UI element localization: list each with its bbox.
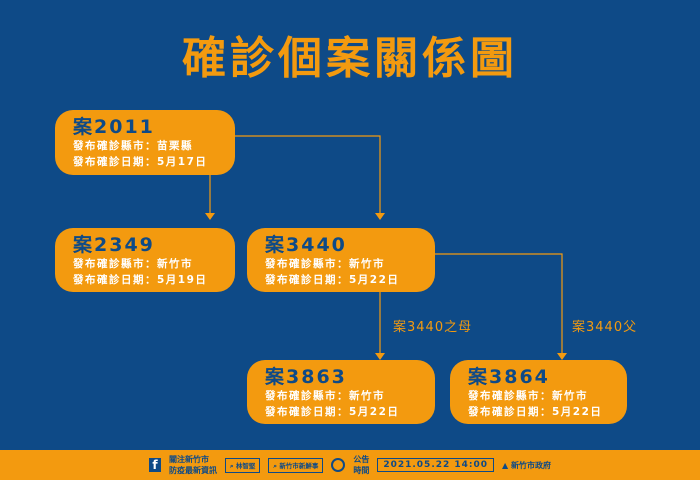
search-tag-2[interactable]: ⌕ 新竹市新鮮事 [268,457,324,473]
case-box-2011: 案2011 發布確診縣市：苗栗縣 發布確診日期：5月17日 [55,110,235,175]
edge-3440-3864 [435,253,563,354]
case-date: 發布確診日期：5月22日 [468,406,603,418]
case-county: 發布確診縣市：新竹市 [265,258,385,270]
relation-label-father: 案3440父 [572,320,638,335]
page-title: 確診個案關係圖 [182,33,518,84]
case-id: 案3440 [265,234,347,256]
case-county: 發布確診縣市：新竹市 [265,390,385,402]
announce-datetime: 2021.05.22 14:00 [377,458,495,472]
arrow-head [205,213,215,220]
case-date: 發布確診日期：5月22日 [265,406,400,418]
case-id: 案3864 [468,366,550,388]
announce-label: 公告時間 [353,455,370,475]
case-box-3440: 案3440 發布確診縣市：新竹市 發布確診日期：5月22日 [247,228,435,292]
case-box-3864: 案3864 發布確診縣市：新竹市 發布確診日期：5月22日 [450,360,627,424]
case-date: 發布確診日期：5月17日 [73,156,208,168]
case-county: 發布確診縣市：新竹市 [468,390,588,402]
case-id: 案2349 [73,234,155,256]
case-date: 發布確診日期：5月22日 [265,274,400,286]
case-county: 發布確診縣市：苗栗縣 [73,140,193,152]
case-id: 案2011 [73,116,155,138]
facebook-icon: f [149,458,162,472]
clock-icon [331,458,346,472]
edge-2011-3440 [235,135,381,214]
relation-label-mother: 案3440之母 [393,320,473,335]
footer-bar: f 關注新竹市防疫最新資訊 ⌕ 林智堅 ⌕ 新竹市新鮮事 公告時間 2021.0… [0,450,700,480]
case-county: 發布確診縣市：新竹市 [73,258,193,270]
search-tag-1[interactable]: ⌕ 林智堅 [225,457,261,473]
arrow-head [375,353,385,360]
gov-logo: ▲ 新竹市政府 [502,460,551,470]
case-box-2349: 案2349 發布確診縣市：新竹市 發布確診日期：5月19日 [55,228,235,292]
case-date: 發布確診日期：5月19日 [73,274,208,286]
case-box-3863: 案3863 發布確診縣市：新竹市 發布確診日期：5月22日 [247,360,435,424]
arrow-head [557,353,567,360]
case-id: 案3863 [265,366,347,388]
follow-text: 關注新竹市防疫最新資訊 [169,455,218,475]
arrow-head [375,213,385,220]
